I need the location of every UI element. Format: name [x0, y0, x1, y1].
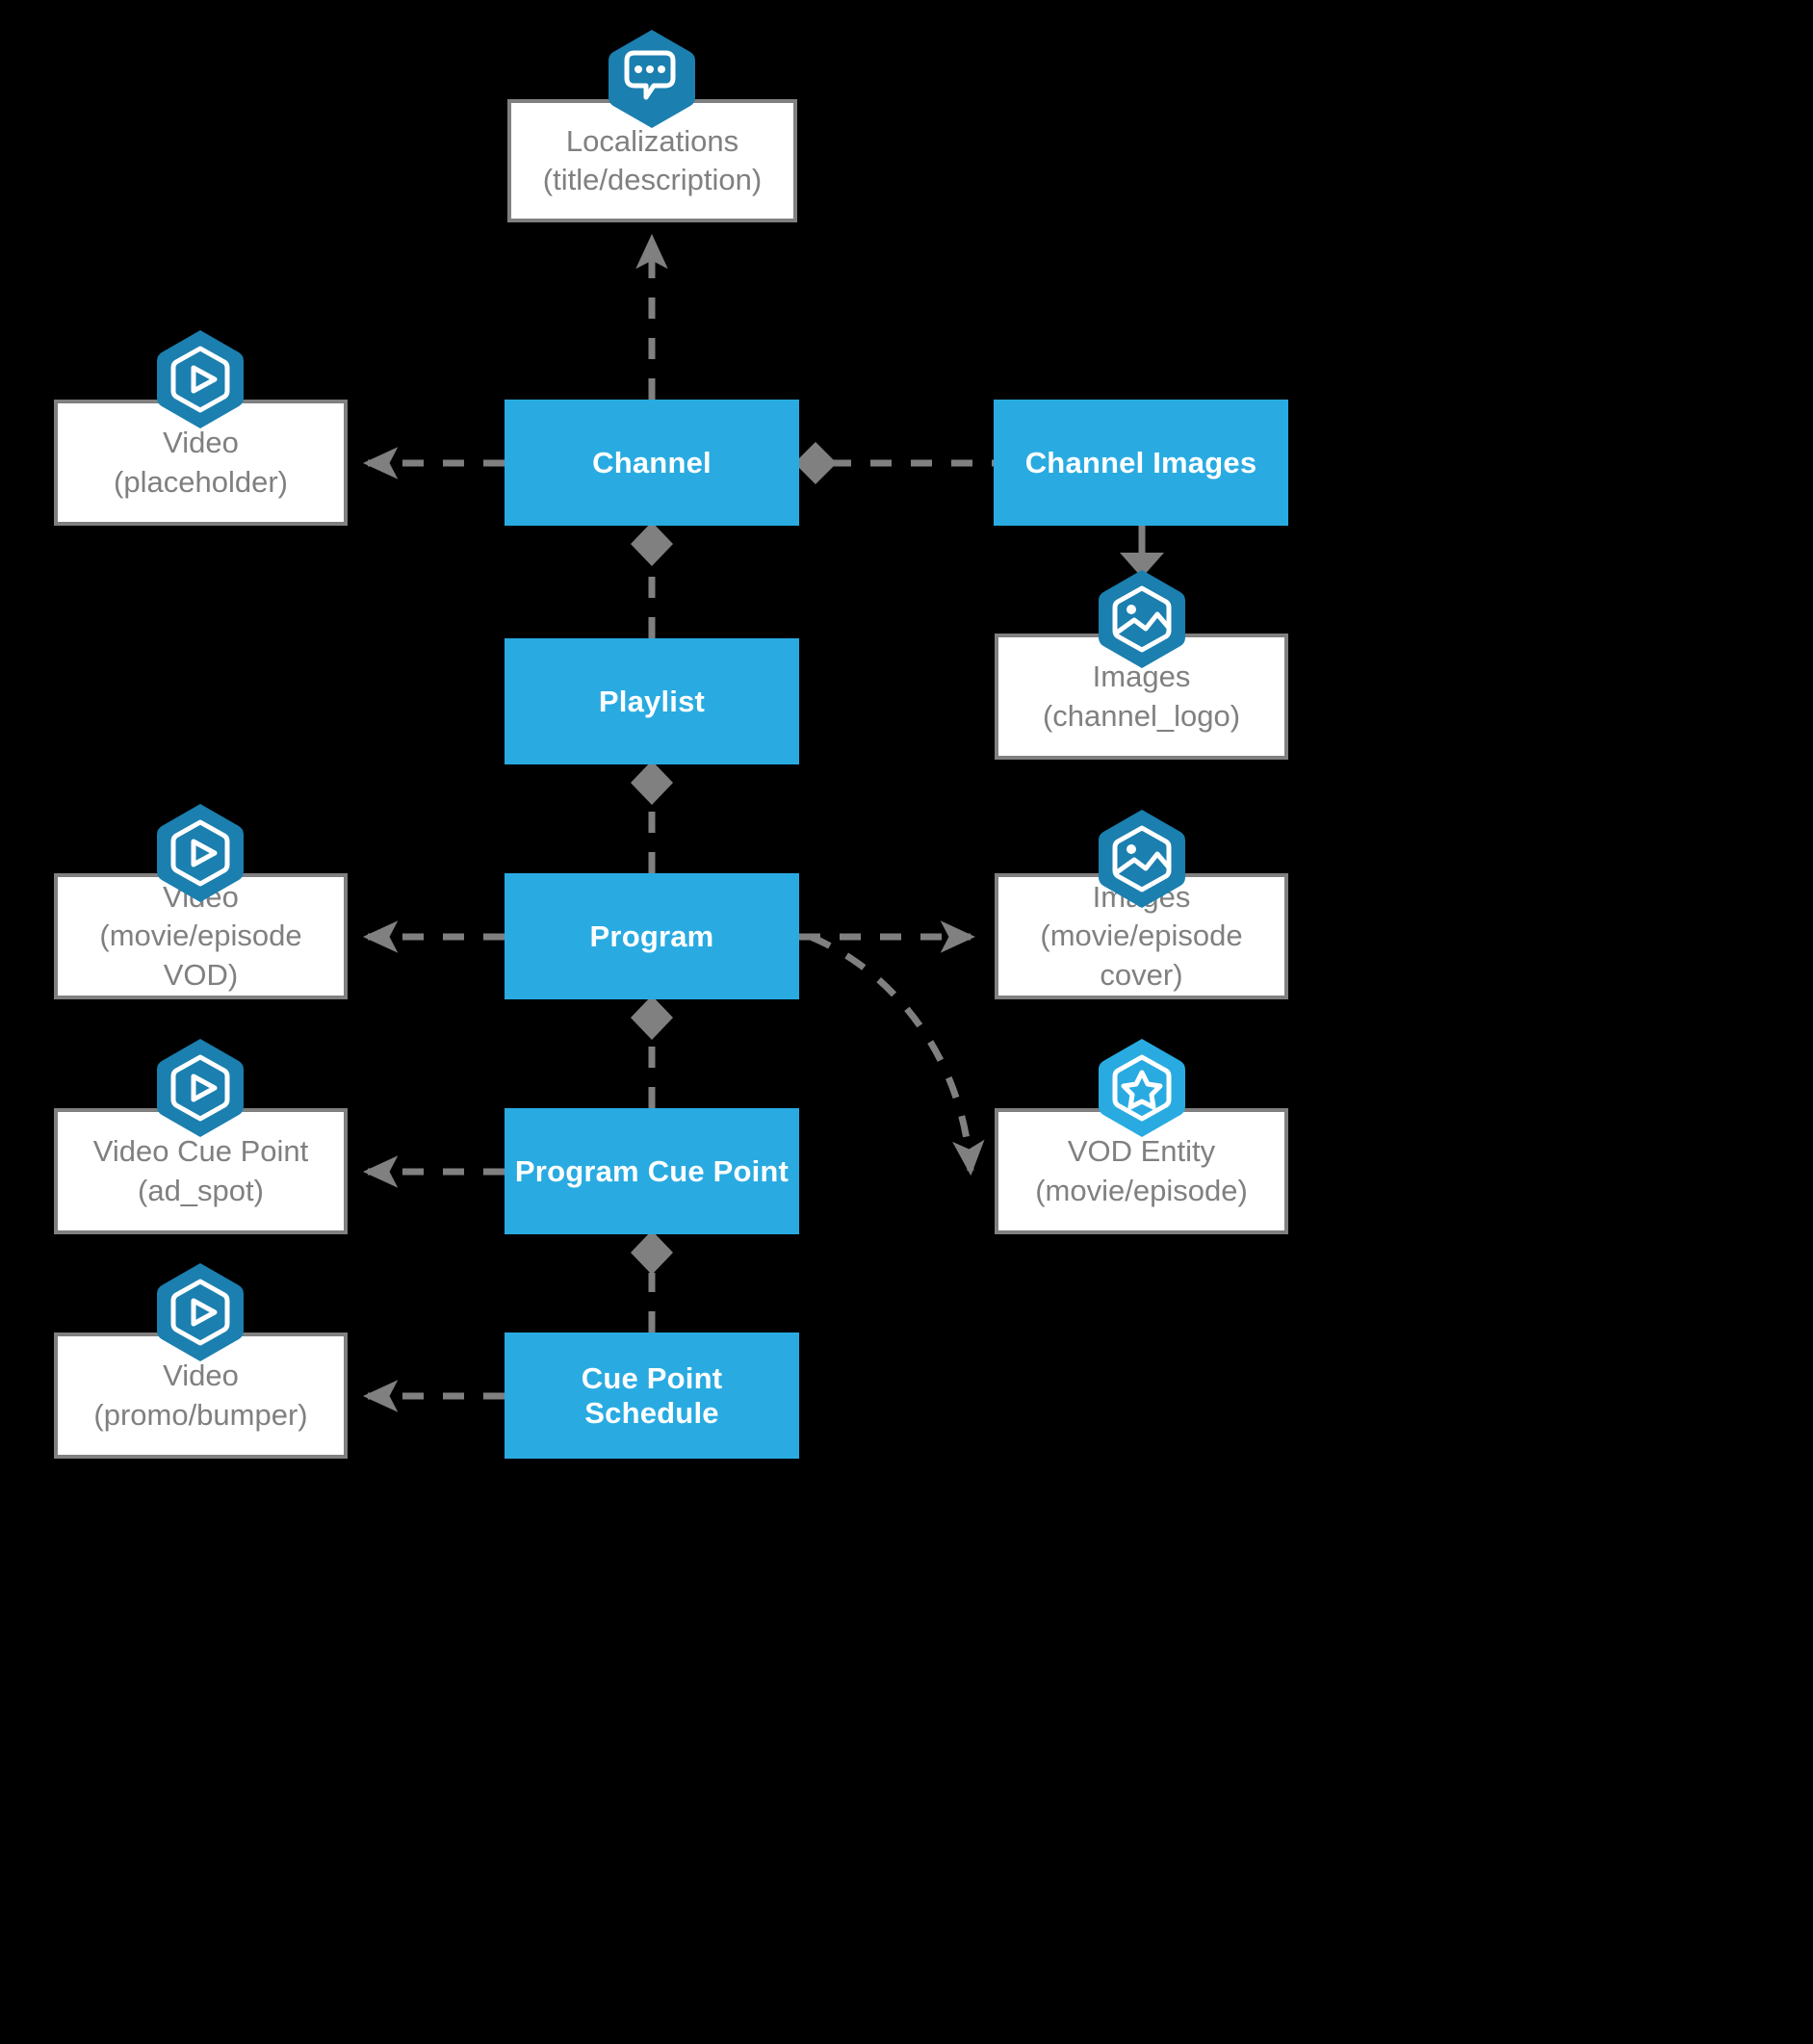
edge-channel-to-channel-images — [794, 442, 994, 484]
node-channel[interactable]: Channel — [505, 400, 799, 526]
node-label: Channel — [592, 445, 712, 479]
node-program-cue-point[interactable]: Program Cue Point — [505, 1108, 799, 1234]
node-label: Cue Point Schedule — [581, 1360, 723, 1430]
node-images-channel-logo[interactable]: Images (channel_logo) — [995, 634, 1288, 760]
node-video-movie-episode-vod[interactable]: Video (movie/episode VOD) — [54, 873, 348, 999]
node-label: Playlist — [598, 684, 706, 718]
node-video-cue-point-ad-spot[interactable]: Video Cue Point (ad_spot) — [54, 1108, 348, 1234]
node-label: Images (channel_logo) — [1042, 660, 1241, 733]
edge-program-cue-point-to-program — [631, 996, 673, 1108]
node-program[interactable]: Program — [505, 873, 799, 999]
node-label: Video (placeholder) — [114, 426, 288, 499]
node-localizations[interactable]: Localizations (title/description) — [507, 99, 797, 222]
node-label: Video Cue Point (ad_spot) — [92, 1134, 309, 1207]
node-images-movie-episode-cover[interactable]: Images (movie/episode cover) — [995, 873, 1288, 999]
node-label: Video (movie/episode VOD) — [99, 880, 302, 992]
edge-program-to-vod-entity — [809, 933, 985, 1177]
node-video-placeholder[interactable]: Video (placeholder) — [54, 400, 348, 526]
node-playlist[interactable]: Playlist — [505, 638, 799, 764]
edge-channel-images-to-images-channel-logo — [1120, 526, 1164, 578]
node-label: Program — [589, 919, 714, 953]
edge-program-to-playlist — [631, 761, 673, 873]
node-label: Video (promo/bumper) — [93, 1358, 308, 1432]
node-label: VOD Entity (movie/episode) — [1035, 1134, 1248, 1207]
node-label: Localizations (title/description) — [542, 123, 763, 196]
node-label: Channel Images — [1024, 445, 1257, 479]
node-cue-point-schedule[interactable]: Cue Point Schedule — [505, 1332, 799, 1459]
node-label: Images (movie/episode cover) — [1040, 880, 1243, 992]
node-video-promo-bumper[interactable]: Video (promo/bumper) — [54, 1332, 348, 1459]
edge-cue-point-schedule-to-program-cue-point — [631, 1230, 673, 1332]
edge-playlist-to-channel — [631, 522, 673, 638]
node-channel-images[interactable]: Channel Images — [994, 400, 1288, 526]
node-label: Program Cue Point — [514, 1153, 790, 1188]
node-vod-entity[interactable]: VOD Entity (movie/episode) — [995, 1108, 1288, 1234]
